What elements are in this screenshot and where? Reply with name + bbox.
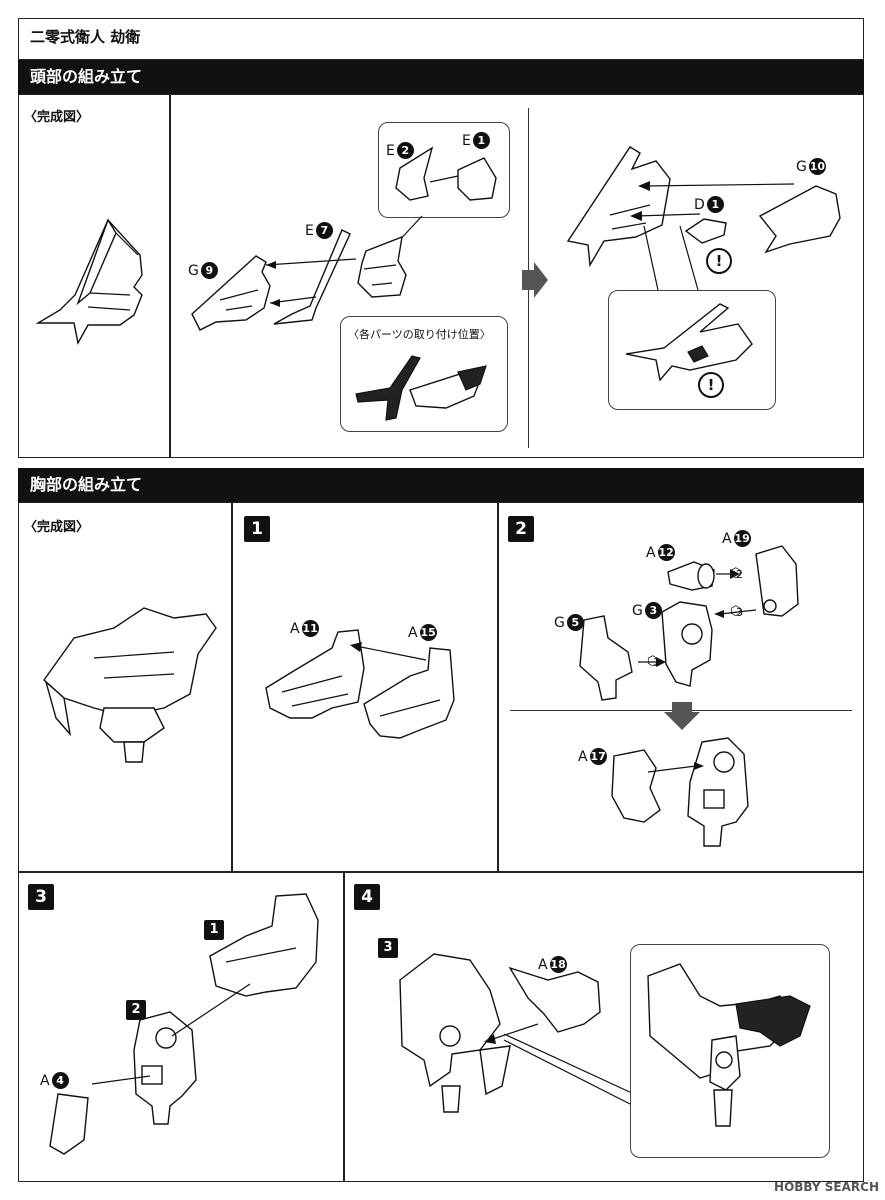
head-step2-main-drawing [566, 146, 671, 268]
chest-step3-ref1: 1 [204, 920, 224, 940]
head-step-arrow [522, 262, 548, 298]
chest-step3-ref1-drawing [209, 893, 319, 997]
order-marker-1-num: 1 [653, 656, 660, 669]
chest-step3-lines [91, 983, 251, 1085]
chest-step4-ref3: 3 [378, 938, 398, 958]
head-e1-e2-drawing [395, 146, 497, 201]
chest-step3-ref2-drawing [133, 1011, 197, 1125]
head-completed-drawing [35, 218, 143, 346]
head-g10-arrow [638, 181, 795, 191]
head-section-header: 頭部の組み立て [18, 60, 864, 94]
chest-completed-drawing [43, 607, 217, 763]
caution-icon-detail: ! [698, 372, 724, 398]
order-marker-3-num: 3 [736, 606, 743, 619]
page-title: 二零式衛人 劫衛 [30, 28, 141, 46]
chest-a19-drawing [755, 545, 799, 617]
order-marker-3: ⬡ [730, 604, 742, 619]
head-g9-drawing [191, 255, 271, 331]
order-marker-1: ⬡ [647, 654, 659, 669]
chest-step3-ref2: 2 [126, 1000, 146, 1020]
head-e7-drawing [273, 229, 351, 325]
chest-step2-down-arrow [664, 702, 700, 730]
head-d1-drawing [684, 218, 727, 244]
chest-section-header: 胸部の組み立て [18, 468, 864, 502]
head-completed-label: 〈完成図〉 [24, 110, 90, 125]
chest-step2-badge: 2 [508, 516, 534, 542]
head-attach-position-drawing [355, 355, 487, 421]
chest-g5-drawing [579, 615, 633, 701]
order-marker-2-num: 2 [736, 568, 743, 581]
chest-step3-badge: 3 [28, 884, 54, 910]
chest-step2-assembled [687, 737, 749, 847]
order-marker-2: ⬡ [730, 566, 742, 581]
chest-completed-label: 〈完成図〉 [24, 520, 90, 535]
chest-step4-badge: 4 [354, 884, 380, 910]
chest-step4-pointer [503, 1033, 635, 1107]
detail-pointer [643, 225, 699, 291]
chest-a15-drawing [363, 647, 455, 739]
head-attach-position-label: 〈各パーツの取り付け位置〉 [348, 328, 491, 341]
head-detail-drawing [625, 303, 753, 382]
chest-a4-drawing [49, 1093, 89, 1155]
chest-g3-drawing [661, 601, 713, 687]
chest-step2-order-lines [638, 569, 757, 667]
caution-icon: ! [706, 248, 732, 274]
chest-a17-arrow [647, 762, 704, 773]
chest-a12-drawing [667, 561, 715, 591]
chest-a18-drawing [508, 966, 601, 1033]
chest-step2-panel [498, 502, 864, 872]
chest-a18-arrow [484, 1023, 539, 1044]
head-d1-arrow [630, 211, 701, 221]
chest-a17-drawing [611, 749, 661, 823]
head-g10-drawing [758, 185, 841, 254]
head-e2e1-assembled [357, 235, 407, 298]
chest-step1-badge: 1 [244, 516, 270, 542]
title-box [18, 18, 864, 60]
chest-step4-detail-drawing [647, 963, 811, 1127]
watermark: HOBBY SEARCH [774, 1180, 879, 1194]
head-arrows [265, 258, 357, 307]
chest-step4-ref3-drawing [399, 953, 511, 1113]
chest-step1-arrow [350, 642, 427, 661]
chest-a11-drawing [265, 629, 365, 719]
